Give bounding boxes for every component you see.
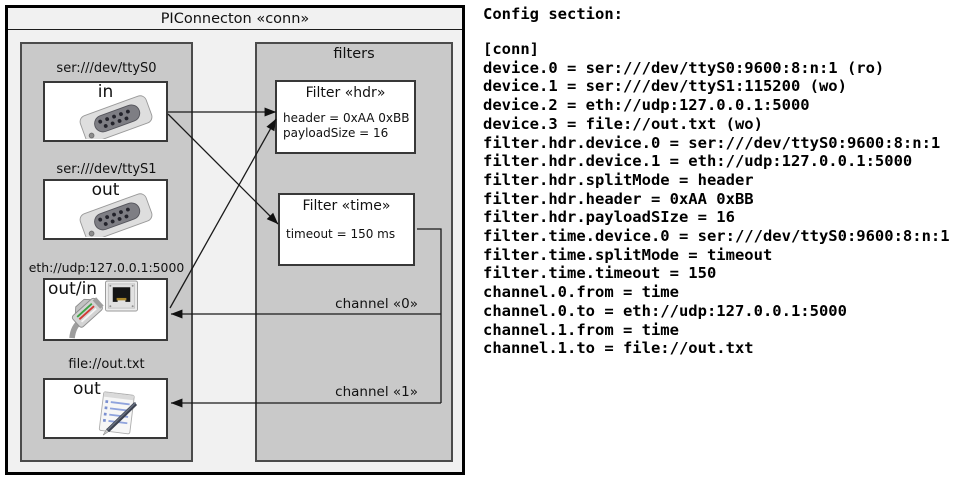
device-box-ttys1: out [43, 179, 168, 240]
filter-hdr-prop-payloadsize: payloadSize = 16 [283, 126, 389, 140]
device-port-label: out [91, 180, 120, 200]
device-box-ttys0: in [43, 81, 168, 142]
ethernet-jack-icon [105, 280, 138, 312]
piconnecton-box: PIConnecton «conn» ser:///dev/ttyS0 in [5, 5, 465, 475]
config-section-body: [conn] device.0 = ser:///dev/ttyS0:9600:… [483, 40, 950, 358]
serial-connector-icon [79, 193, 153, 237]
device-label-eth: eth://udp:127.0.0.1:5000 [28, 260, 185, 275]
device-port-label: out/in [48, 279, 98, 299]
piconnecton-title: PIConnecton «conn» [8, 8, 462, 30]
ethernet-plug-icon [69, 297, 104, 339]
filter-hdr-prop-header: header = 0xAA 0xBB [283, 111, 410, 125]
notepad-pen-icon [98, 391, 138, 436]
filter-time-box: Filter «time» timeout = 150 ms [278, 193, 415, 266]
channel-0-label: channel «0» [335, 296, 418, 312]
device-box-file: out [43, 378, 168, 439]
devices-panel: ser:///dev/ttyS0 in [20, 42, 193, 462]
filter-hdr-box: Filter «hdr» header = 0xAA 0xBB payloadS… [275, 80, 416, 154]
channel-1-label: channel «1» [335, 384, 418, 400]
serial-connector-icon [79, 95, 153, 139]
device-port-label: out [73, 379, 101, 399]
filter-time-title: Filter «time» [302, 198, 391, 214]
device-label-ttys1: ser:///dev/ttyS1 [56, 162, 157, 177]
device-box-eth: out/in [43, 278, 168, 341]
device-port-label: in [97, 82, 114, 102]
filter-time-prop-timeout: timeout = 150 ms [286, 227, 396, 241]
config-section-heading: Config section: [483, 5, 623, 23]
device-label-ttys0: ser:///dev/ttyS0 [56, 61, 157, 76]
filter-hdr-title: Filter «hdr» [305, 85, 386, 101]
filters-panel-title: filters [333, 46, 375, 62]
filters-panel: filters Filter «hdr» header = 0xAA 0xBB … [255, 42, 453, 462]
device-label-file: file://out.txt [68, 357, 145, 372]
